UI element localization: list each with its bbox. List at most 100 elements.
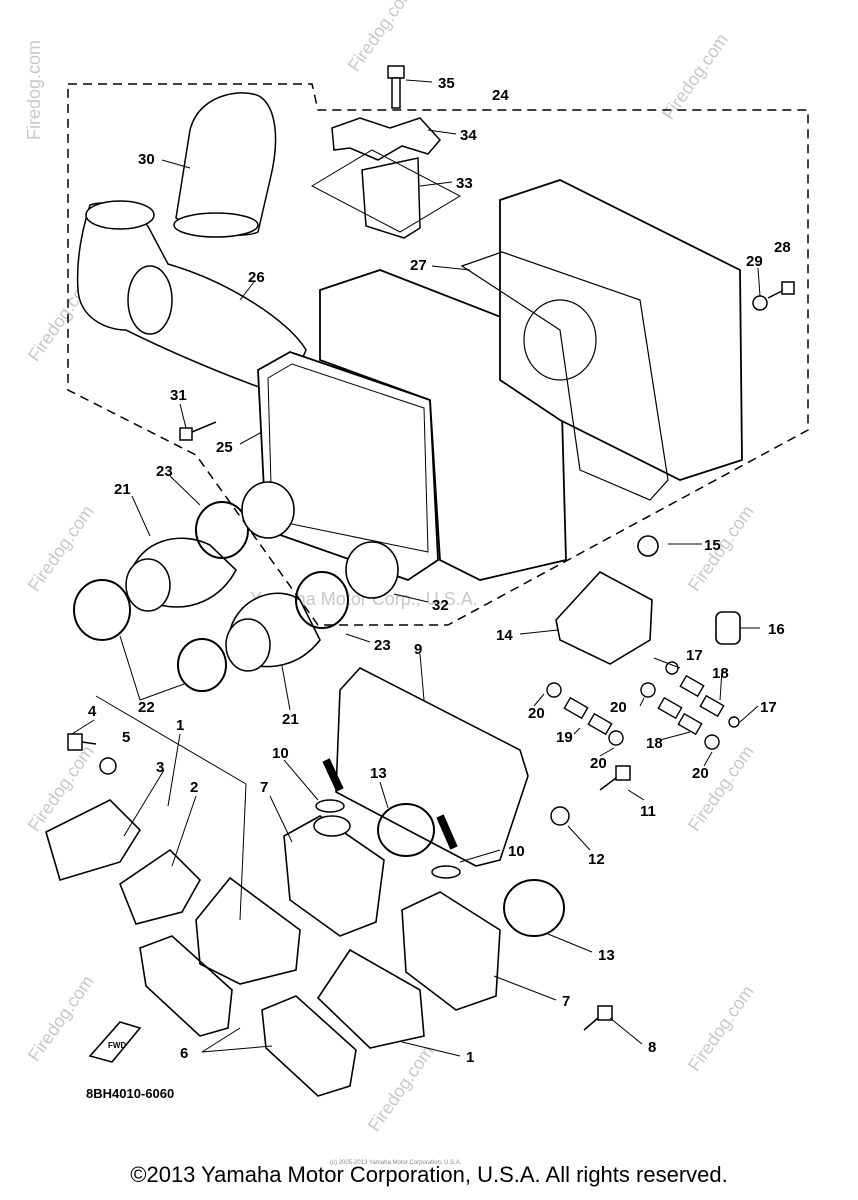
callout-7-upper: 7 <box>260 779 268 796</box>
clamp-13-lower <box>503 879 565 937</box>
bracket-34-shape <box>331 117 442 161</box>
callout-5: 5 <box>122 729 130 746</box>
watermark-group: Firedog.com <box>684 982 758 1075</box>
bolt-11-shape <box>599 765 631 791</box>
bolt-35-shape <box>387 65 405 109</box>
gasket-6-upper <box>139 935 233 1037</box>
watermark-group: Firedog.com <box>24 40 44 140</box>
reed-1-lower-shape <box>316 948 425 1049</box>
bracket-33-box <box>310 149 462 233</box>
callout-34: 34 <box>460 127 477 144</box>
callout-group: 35 24 34 33 30 26 27 29 28 31 25 23 21 1… <box>88 75 791 1066</box>
callout-1-upper: 1 <box>176 717 184 734</box>
watermark-text: Firedog.com <box>24 502 98 595</box>
watermark-group: Firedog.com <box>684 742 758 835</box>
callout-26: 26 <box>248 269 265 286</box>
callout-24: 24 <box>492 87 509 104</box>
cover-9-outlets <box>322 758 458 850</box>
clamp-23-upper <box>195 501 249 559</box>
intake-tube-26-ring <box>127 265 173 335</box>
callout-13-lower: 13 <box>598 947 615 964</box>
callout-22: 22 <box>138 699 155 716</box>
copyright-footer: ©2013 Yamaha Motor Corporation, U.S.A. A… <box>130 1162 728 1187</box>
clamp-23-lower <box>295 571 349 629</box>
joint-21-upper-mouth <box>125 558 171 612</box>
valve-14-shape <box>555 571 653 665</box>
callout-23-lower: 23 <box>374 637 391 654</box>
watermark-center-text: Yamaha Motor Corp., U.S.A. <box>250 589 478 609</box>
watermark-text: Firedog.com <box>24 40 44 140</box>
fwd-label: FWD <box>108 1041 126 1050</box>
callout-18-upper: 18 <box>712 665 729 682</box>
intake-tube-26-mouth <box>85 200 155 230</box>
callout-29: 29 <box>746 253 763 270</box>
callout-23-upper: 23 <box>156 463 173 480</box>
joint-21-lower-mouth <box>225 618 271 672</box>
callout-9: 9 <box>414 641 422 658</box>
callout-28: 28 <box>774 239 791 256</box>
nut-12-shape <box>550 806 570 826</box>
watermark-text: Firedog.com <box>684 742 758 835</box>
clamp-22-lower <box>177 638 227 692</box>
callout-4: 4 <box>88 703 97 720</box>
callout-20-c: 20 <box>590 755 607 772</box>
callout-20-a: 20 <box>528 705 545 722</box>
callout-30: 30 <box>138 151 155 168</box>
callout-7-lower: 7 <box>562 993 570 1010</box>
watermark-group: Firedog.com <box>24 972 98 1065</box>
washer-5-shape <box>99 757 117 775</box>
callout-17-upper: 17 <box>686 647 703 664</box>
watermark-group: Firedog.com <box>364 1042 438 1135</box>
watermark-text: Firedog.com <box>344 0 418 75</box>
callout-8: 8 <box>648 1039 656 1056</box>
ring-10-upper <box>315 799 345 813</box>
reed-3-shape <box>45 799 142 881</box>
part-code: 8BH4010-6060 <box>86 1086 174 1101</box>
callout-33: 33 <box>456 175 473 192</box>
clamp-13-upper <box>377 803 435 857</box>
intake-tube-26-shape <box>76 202 307 397</box>
callout-15: 15 <box>704 537 721 554</box>
fwd-arrow-icon: FWD <box>88 1021 142 1063</box>
watermark-text: Firedog.com <box>684 982 758 1075</box>
manifold-7-upper-port <box>313 815 351 837</box>
watermark-text: Firedog.com <box>24 972 98 1065</box>
callout-11: 11 <box>640 803 656 820</box>
manifold-7-lower <box>401 891 501 1011</box>
callout-12: 12 <box>588 851 605 868</box>
callout-10-upper: 10 <box>272 745 289 762</box>
watermark-text: Firedog.com <box>684 502 758 595</box>
callout-2: 2 <box>190 779 198 796</box>
hose-set <box>546 661 740 750</box>
callout-3: 3 <box>156 759 164 776</box>
gasket-6-lower <box>261 995 357 1097</box>
callout-13-upper: 13 <box>370 765 387 782</box>
callout-18-lower: 18 <box>646 735 663 752</box>
air-box-port-upper <box>241 481 295 539</box>
callout-27: 27 <box>410 257 427 274</box>
callout-1-lower: 1 <box>466 1049 474 1066</box>
clamp-22-upper <box>73 579 131 641</box>
callout-21-upper: 21 <box>114 481 131 498</box>
bracket-33-shape <box>361 157 421 239</box>
watermark-group: Firedog.com <box>344 0 418 75</box>
assembly-outline <box>67 83 809 626</box>
callout-20-d: 20 <box>692 765 709 782</box>
ring-10-lower <box>431 865 461 879</box>
leader-lines <box>71 79 761 1057</box>
callout-17-lower: 17 <box>760 699 777 716</box>
bolt-28-shape <box>767 281 795 299</box>
filter-cover-27-shape <box>499 179 743 481</box>
cap-15-shape <box>637 535 659 557</box>
callout-35: 35 <box>438 75 455 92</box>
cover-9-shape <box>335 667 529 867</box>
callout-25: 25 <box>216 439 233 456</box>
reed-2-shape <box>119 848 201 925</box>
watermark-text: Firedog.com <box>364 1042 438 1135</box>
filter-opening <box>523 299 597 381</box>
watermark-group: Firedog.com <box>24 502 98 595</box>
air-box-port-lower <box>345 541 399 599</box>
manifold-7-upper <box>283 815 385 937</box>
callout-31: 31 <box>170 387 187 404</box>
